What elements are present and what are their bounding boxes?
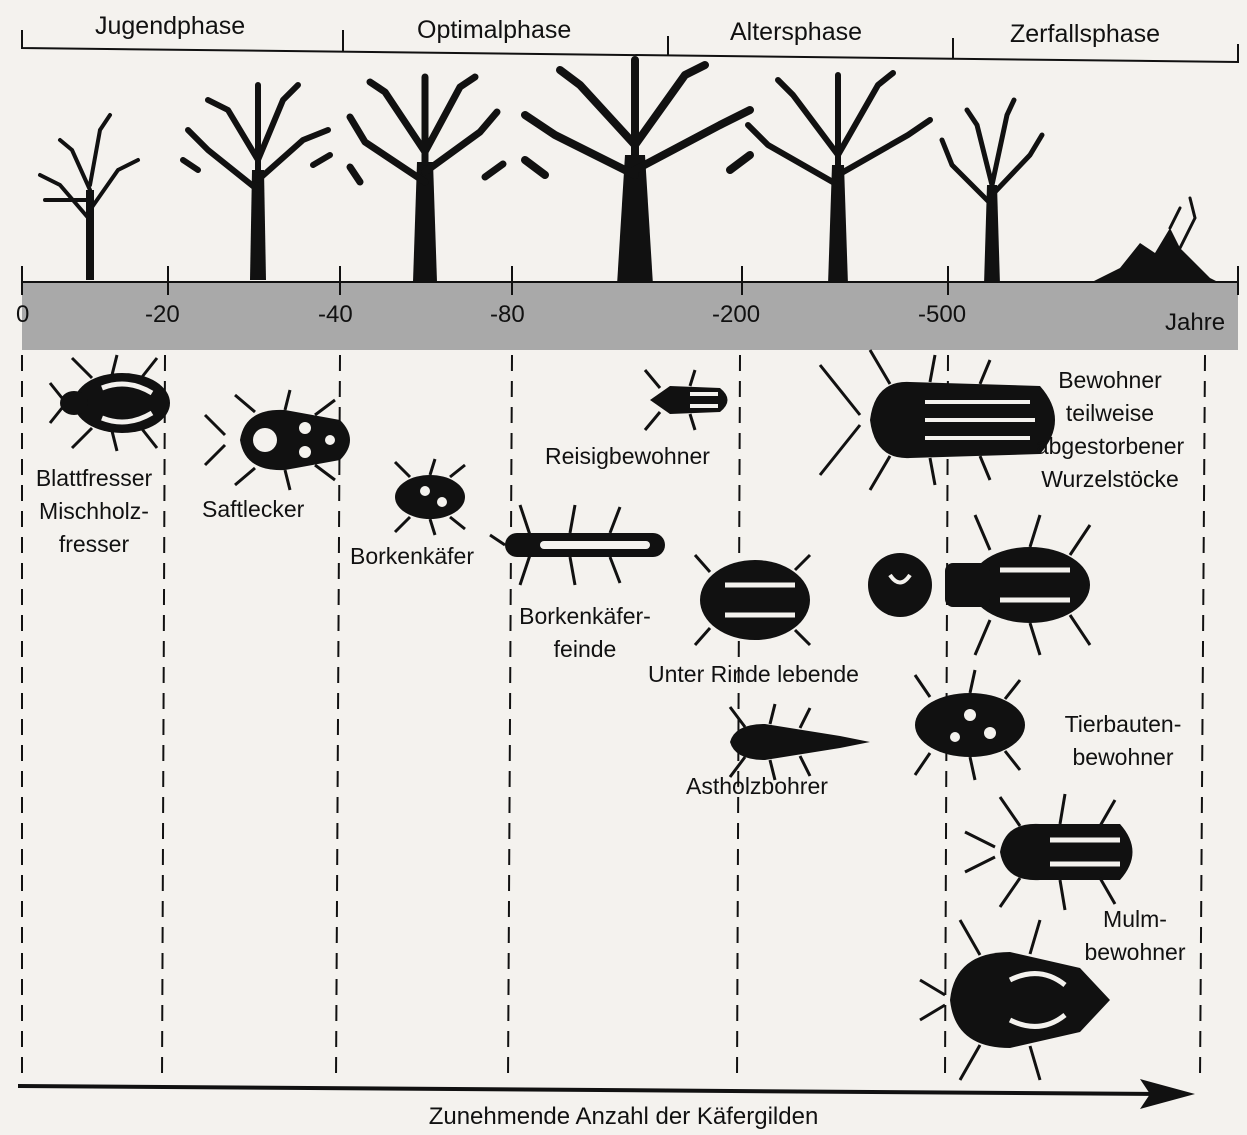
guild-label-line: Borkenkäfer- [505, 600, 665, 633]
guild-label-blattfresser: Blattfresser Mischholz- fresser [28, 462, 160, 561]
phase-label-jugendphase: Jugendphase [95, 10, 245, 43]
tick-label: -40 [318, 298, 353, 331]
beetle-icon [205, 390, 350, 490]
guild-label-astholzbohrer: Astholzbohrer [686, 770, 828, 803]
guild-label-saftlecker: Saftlecker [202, 493, 304, 526]
guild-label-reisigbewohner: Reisigbewohner [545, 440, 710, 473]
guild-label-tierbauten: Tierbauten- bewohner [1048, 708, 1198, 774]
guild-label-line: bewohner [1070, 936, 1200, 969]
beetle-icon [915, 670, 1025, 780]
tick-label: -200 [712, 298, 760, 331]
tree-icon [748, 73, 930, 285]
dead-stump-icon [1080, 198, 1230, 288]
guild-label-line: Blattfresser [28, 462, 160, 495]
guild-label-line: Mulm- [1070, 903, 1200, 936]
beetle-icon [490, 505, 665, 585]
beetle-icon [645, 370, 728, 430]
guild-label-mulm: Mulm- bewohner [1070, 903, 1200, 969]
arrow-label: Zunehmende Anzahl der Käfergilden [0, 1100, 1247, 1133]
guild-label-wurzelstoecke: Bewohner teilweise abgestorbener Wurzels… [1025, 364, 1195, 496]
beetle-icon [695, 555, 810, 645]
guild-label-line: Wurzelstöcke [1025, 463, 1195, 496]
tick-label: 0 [16, 298, 29, 331]
guild-label-line: Bewohner [1025, 364, 1195, 397]
guild-label-line: teilweise [1025, 397, 1195, 430]
tick-label: -80 [490, 298, 525, 331]
phase-label-optimalphase: Optimalphase [417, 14, 571, 47]
timeline-unit: Jahre [1165, 306, 1225, 339]
guild-label-line: abgestorbener [1025, 430, 1195, 463]
beetle-icon [820, 350, 1055, 490]
tree-icon [350, 77, 503, 282]
tick-label: -500 [918, 298, 966, 331]
guild-label-unter-rinde: Unter Rinde lebende [648, 658, 859, 691]
beetle-icon [50, 355, 170, 451]
guild-label-line: Tierbauten- [1048, 708, 1198, 741]
guild-label-borkenkaeferfeinde: Borkenkäfer- feinde [505, 600, 665, 666]
tree-icon [525, 60, 750, 285]
beetle-icon [965, 794, 1133, 910]
timeline-band [22, 282, 1238, 350]
phase-label-zerfallsphase: Zerfallsphase [1010, 18, 1160, 51]
guild-label-line: feinde [505, 633, 665, 666]
tree-icon [40, 115, 138, 280]
beetle-icon [868, 515, 1090, 655]
tick-label: -20 [145, 298, 180, 331]
guild-label-line: fresser [28, 528, 160, 561]
beetle-icon [730, 704, 870, 780]
tree-icon [183, 85, 330, 280]
beetle-icon [395, 459, 465, 535]
phase-label-altersphase: Altersphase [730, 16, 862, 49]
tree-row [40, 60, 1230, 288]
guild-label-borkenkaefer: Borkenkäfer [350, 540, 474, 573]
guild-label-line: bewohner [1048, 741, 1198, 774]
guild-label-line: Mischholz- [28, 495, 160, 528]
tree-icon [942, 100, 1042, 285]
